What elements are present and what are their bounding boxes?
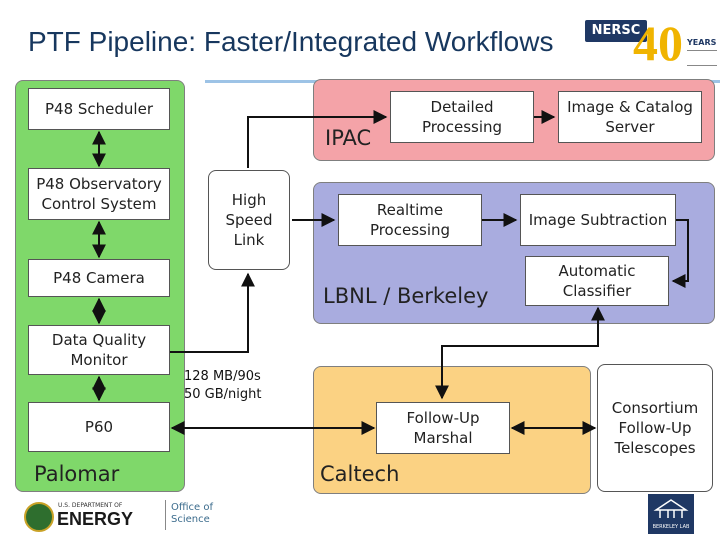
box-consortium-telescopes: Consortium Follow-Up Telescopes xyxy=(597,364,713,492)
data-rate-label: 128 MB/90s 50 GB/night xyxy=(184,368,262,404)
page-title: PTF Pipeline: Faster/Integrated Workflow… xyxy=(28,26,554,57)
arrow-classifier-to-marshal xyxy=(435,306,605,400)
label-lbnl: LBNL / Berkeley xyxy=(323,284,489,308)
label-palomar: Palomar xyxy=(34,462,120,486)
berkeley-lab-text: BERKELEY LAB xyxy=(652,524,690,530)
box-automatic-classifier: Automatic Classifier xyxy=(525,256,669,306)
box-p60: P60 xyxy=(28,402,170,452)
label-ipac: IPAC xyxy=(325,126,372,150)
box-detailed-processing: Detailed Processing xyxy=(390,91,534,143)
box-p48-scheduler: P48 Scheduler xyxy=(28,88,170,130)
nersc-logo: NERSC xyxy=(585,20,647,42)
arrow-subtraction-to-classifier xyxy=(671,219,689,288)
box-p48-observatory: P48 Observatory Control System xyxy=(28,168,170,220)
box-realtime-processing: Realtime Processing xyxy=(338,194,482,246)
box-image-catalog-server: Image & Catalog Server xyxy=(558,91,702,143)
years-sub-decoration xyxy=(687,50,717,66)
doe-office-text: Office of Science xyxy=(171,502,213,526)
data-rate-per-exposure: 128 MB/90s xyxy=(184,369,261,384)
label-caltech: Caltech xyxy=(320,462,400,486)
arrow-link-to-ipac xyxy=(247,110,388,168)
arrow-dqm-to-link xyxy=(170,272,255,353)
box-data-quality-monitor: Data Quality Monitor xyxy=(28,325,170,375)
box-high-speed-link: High Speed Link xyxy=(208,170,290,270)
berkeley-building-icon xyxy=(653,499,689,518)
data-rate-per-night: 50 GB/night xyxy=(184,387,262,402)
berkeley-lab-logo xyxy=(648,494,694,534)
forty-years-logo: 40 xyxy=(633,15,683,71)
doe-seal-icon xyxy=(24,502,54,532)
doe-office-line2: Science xyxy=(171,514,210,525)
doe-energy-text: ENERGY xyxy=(57,509,134,529)
box-p48-camera: P48 Camera xyxy=(28,259,170,297)
box-image-subtraction: Image Subtraction xyxy=(520,194,676,246)
years-label: YEARS xyxy=(687,38,717,47)
doe-divider xyxy=(165,500,166,530)
box-follow-up-marshal: Follow-Up Marshal xyxy=(376,402,510,454)
doe-department-text: U.S. DEPARTMENT OF xyxy=(58,502,123,509)
doe-office-line1: Office of xyxy=(171,502,214,513)
doe-logo: U.S. DEPARTMENT OF ENERGY Office of Scie… xyxy=(24,500,224,532)
